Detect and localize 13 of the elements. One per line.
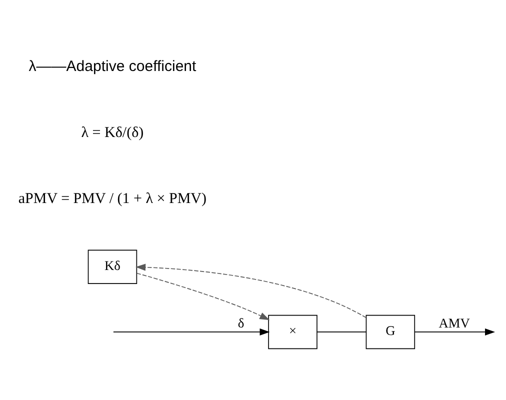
edge-label: δ bbox=[238, 315, 244, 330]
label: λ = Kδ/(δ) bbox=[81, 124, 144, 140]
node-box: × bbox=[268, 314, 318, 349]
node-box: Kδ bbox=[88, 249, 138, 284]
arrow bbox=[414, 328, 496, 335]
arrow bbox=[136, 272, 270, 320]
node-box: G bbox=[366, 314, 416, 349]
arrow bbox=[113, 328, 270, 335]
arrow bbox=[136, 263, 366, 318]
connector bbox=[316, 331, 366, 332]
label: λ——Adaptive coefficient bbox=[28, 58, 196, 75]
label: aPMV = PMV / (1 + λ × PMV) bbox=[18, 190, 207, 206]
edge-label: AMV bbox=[438, 315, 470, 330]
